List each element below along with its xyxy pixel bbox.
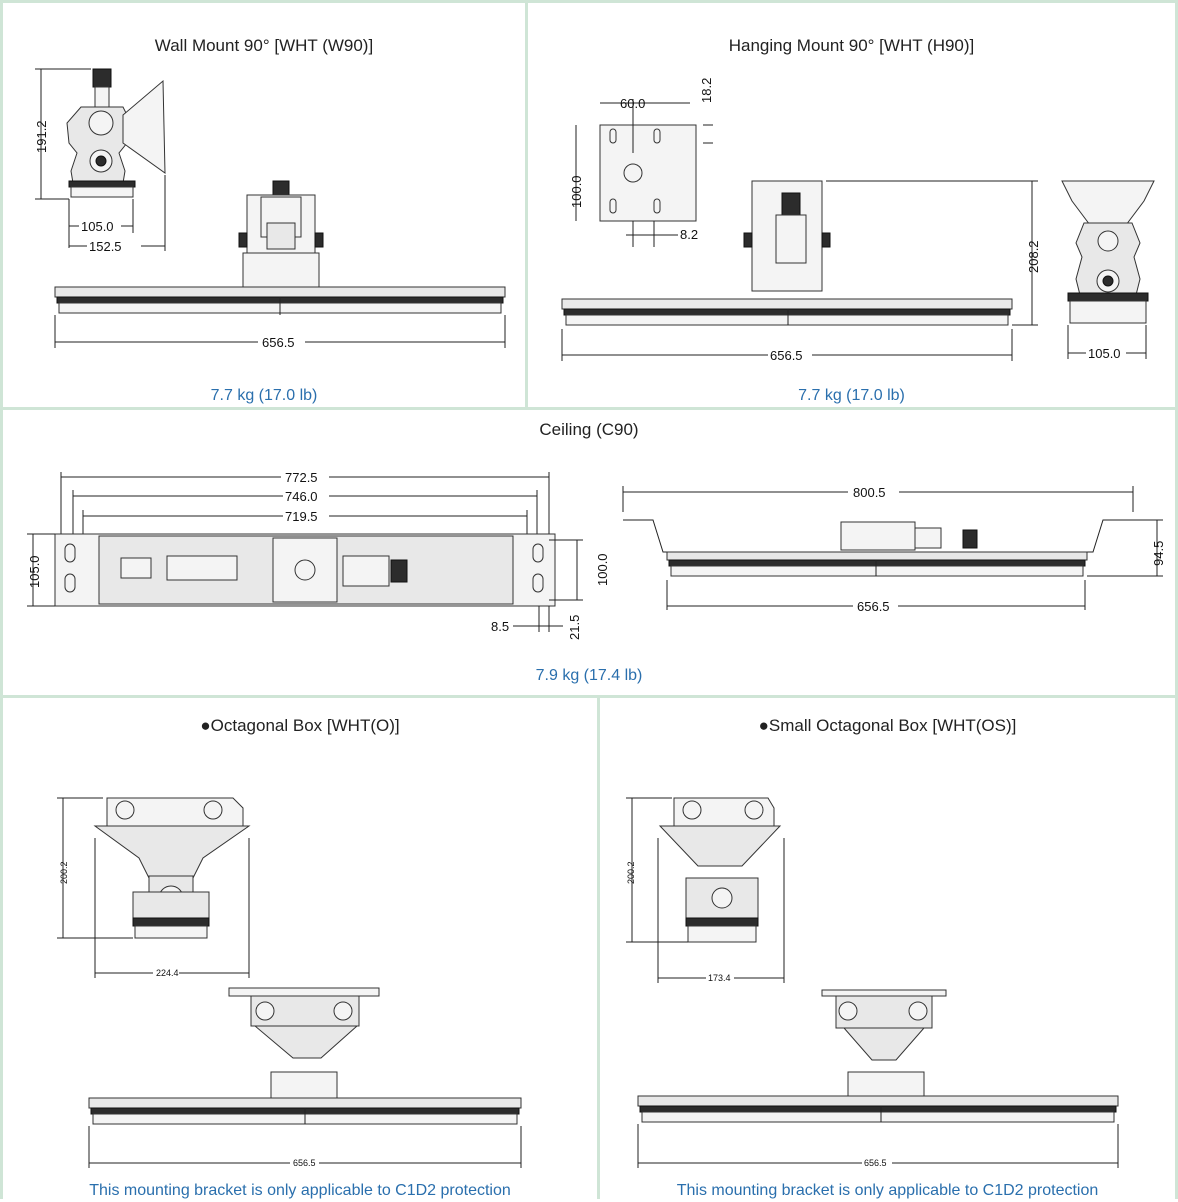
panel-title: Ceiling (C90) — [539, 420, 639, 439]
dimension-label: 100.0 — [569, 175, 584, 208]
dimension-label: 21.5 — [567, 615, 582, 640]
dimension-label: 772.5 — [285, 470, 318, 485]
dimension-label: 94.5 — [1151, 541, 1166, 566]
dimension-label: 656.5 — [770, 348, 803, 363]
panel-title: ●Octagonal Box [WHT(O)] — [200, 716, 400, 735]
panel-hanging-mount: Hanging Mount 90° [WHT (H90)] 60.0 18.2 … — [525, 0, 1178, 410]
wall-mount-drawing: 191.2 105.0 152.5 656 — [34, 68, 506, 350]
dimension-label: 8.5 — [491, 619, 509, 634]
dimension-label: 800.5 — [853, 485, 886, 500]
dimension-label: 18.2 — [699, 78, 714, 103]
weight-label: 7.7 kg (17.0 lb) — [798, 387, 905, 404]
dimension-label: 656.5 — [864, 1158, 887, 1168]
panel-title: Wall Mount 90° [WHT (W90)] — [154, 36, 374, 55]
octagonal-box-drawing: 200.2 224.4 656.5 — [57, 797, 522, 1168]
dimension-label: 746.0 — [285, 489, 318, 504]
dimension-label: 152.5 — [89, 239, 122, 254]
applicability-note: This mounting bracket is only applicable… — [676, 1182, 1099, 1199]
dimension-label: 208.2 — [1026, 240, 1041, 273]
panel-wall-mount: Wall Mount 90° [WHT (W90)] 191.2 105.0 — [0, 0, 528, 410]
dimension-label: 200.2 — [59, 861, 69, 884]
dimension-label: 656.5 — [262, 335, 295, 350]
dimension-label: 105.0 — [1088, 346, 1121, 361]
dimension-label: 105.0 — [27, 555, 42, 588]
panel-title: ●Small Octagonal Box [WHT(OS)] — [758, 716, 1017, 735]
dimension-label: 719.5 — [285, 509, 318, 524]
dimension-label: 224.4 — [156, 968, 179, 978]
ceiling-drawing: 772.5 746.0 719.5 105 — [27, 470, 1166, 640]
weight-label: 7.7 kg (17.0 lb) — [210, 387, 318, 404]
panel-ceiling: Ceiling (C90) 772.5 746.0 719.5 — [0, 407, 1178, 698]
panel-small-octagonal-box: ●Small Octagonal Box [WHT(OS)] 200.2 173… — [597, 695, 1178, 1199]
dimension-label: 60.0 — [620, 96, 645, 111]
dimension-label: 191.2 — [34, 120, 49, 153]
dimension-label: 656.5 — [293, 1158, 316, 1168]
weight-label: 7.9 kg (17.4 lb) — [535, 667, 643, 684]
panel-title: Hanging Mount 90° [WHT (H90)] — [728, 36, 975, 55]
panel-octagonal-box: ●Octagonal Box [WHT(O)] 200.2 224.4 — [0, 695, 600, 1199]
applicability-note: This mounting bracket is only applicable… — [89, 1182, 511, 1199]
dimension-label: 656.5 — [857, 599, 890, 614]
dimension-label: 173.4 — [708, 973, 731, 983]
small-octagonal-box-drawing: 200.2 173.4 656.5 — [626, 797, 1119, 1168]
dimension-label: 200.2 — [626, 861, 636, 884]
dimension-label: 100.0 — [595, 553, 610, 586]
dimension-label: 8.2 — [680, 227, 698, 242]
dimension-label: 105.0 — [81, 219, 114, 234]
hanging-mount-drawing: 60.0 18.2 100.0 8.2 208.2 — [561, 78, 1155, 363]
